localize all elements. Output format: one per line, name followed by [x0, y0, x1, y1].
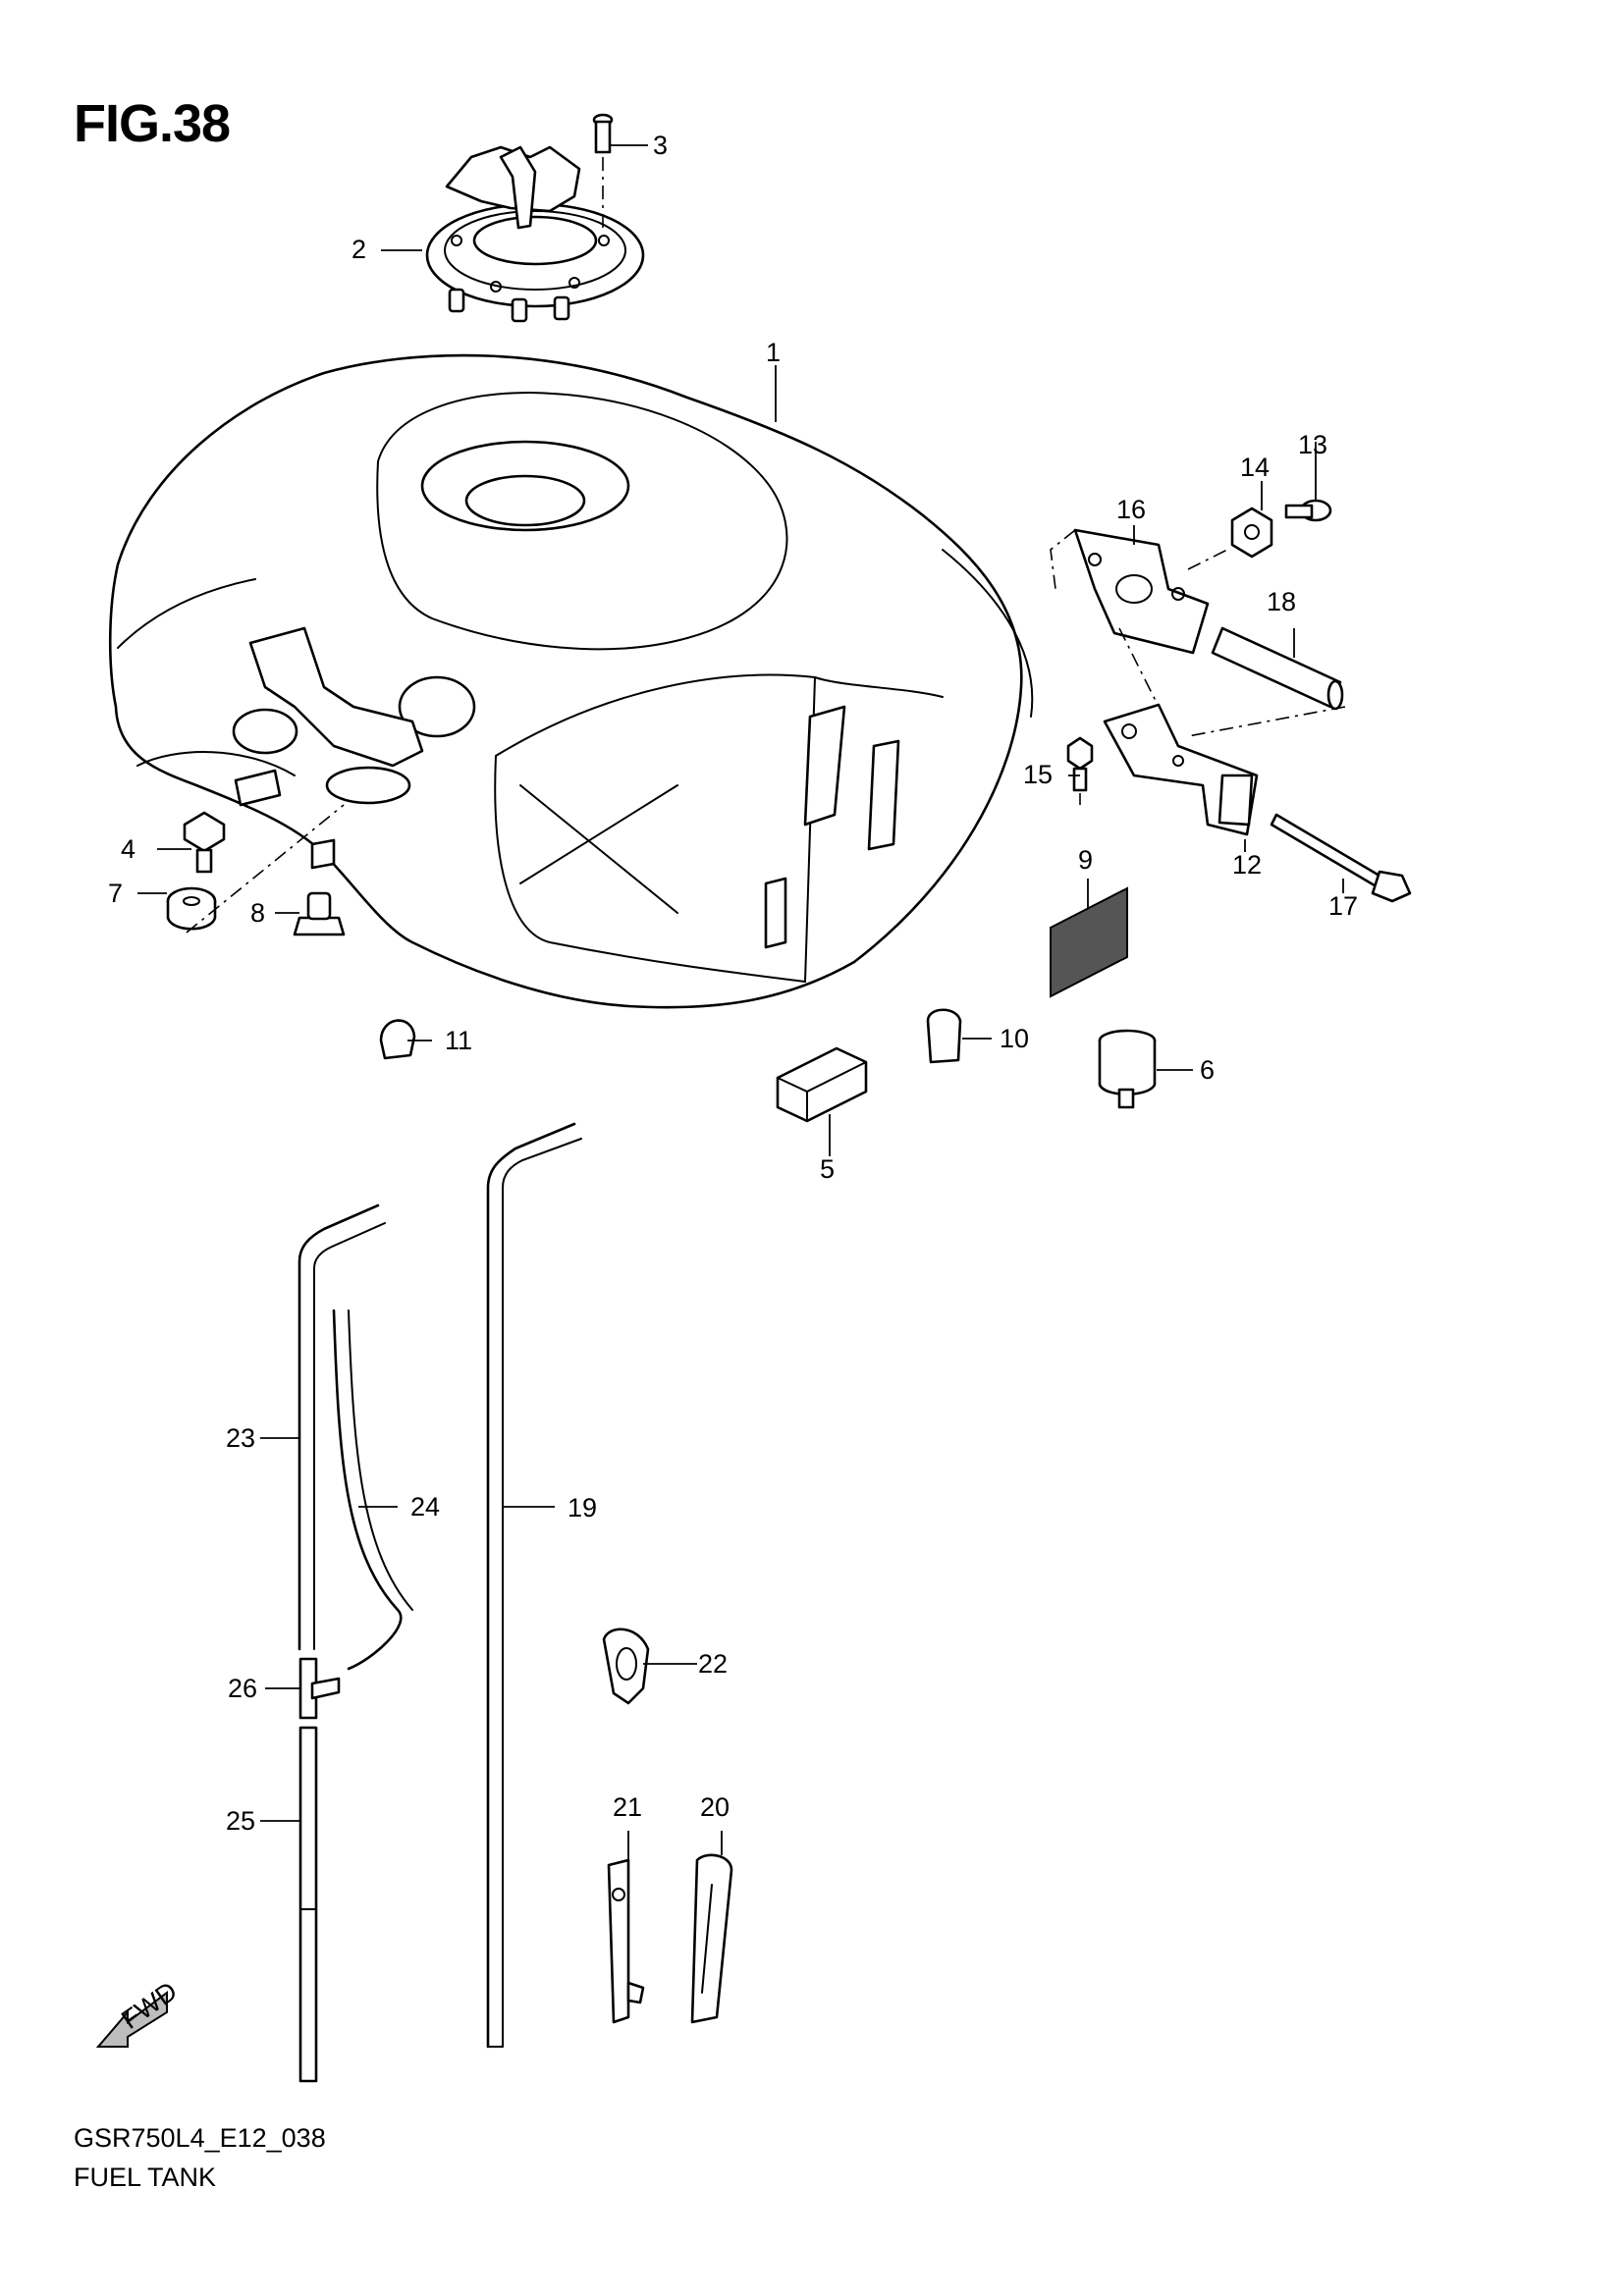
long-bolt[interactable]: [1270, 813, 1412, 903]
spacer-tube[interactable]: [1118, 626, 1346, 737]
callout-9: 9: [1078, 845, 1093, 875]
figure-name: FUEL TANK: [74, 2163, 217, 2192]
leader-lines: [137, 144, 1344, 1860]
callout-2: 2: [352, 235, 366, 264]
grommet[interactable]: [186, 804, 346, 936]
hose-25[interactable]: [298, 1726, 318, 2083]
figure-code: GSR750L4_E12_038: [74, 2123, 326, 2153]
tee-joint-26[interactable]: [298, 1657, 341, 1720]
bracket-bolt-15[interactable]: [1066, 736, 1094, 805]
rear-cushion[interactable]: [776, 1046, 868, 1123]
callout-15: 15: [1023, 760, 1053, 789]
callout-6: 6: [1200, 1055, 1215, 1085]
callout-11: 11: [445, 1026, 472, 1055]
callout-14: 14: [1240, 453, 1270, 482]
fuel-cap-assembly[interactable]: [425, 145, 645, 323]
callout-17: 17: [1328, 891, 1358, 921]
clamp-22[interactable]: [602, 1628, 650, 1705]
mesh-pad[interactable]: [1050, 886, 1128, 998]
callout-18: 18: [1267, 587, 1296, 616]
small-cap[interactable]: [379, 1019, 416, 1060]
lower-bracket[interactable]: [1103, 703, 1259, 836]
forward-direction-arrow: FWD: [95, 1976, 183, 2048]
callout-25: 25: [226, 1806, 255, 1836]
callout-20: 20: [700, 1792, 730, 1822]
callout-10: 10: [1000, 1024, 1029, 1053]
cushion[interactable]: [166, 886, 217, 931]
clamp-21[interactable]: [607, 1858, 645, 2024]
callout-1: 1: [766, 338, 781, 367]
callout-22: 22: [698, 1649, 728, 1679]
clamp-20[interactable]: [690, 1853, 733, 2024]
callout-12: 12: [1232, 850, 1262, 880]
hose-24[interactable]: [332, 1308, 413, 1671]
bracket-bolt[interactable]: [1284, 499, 1332, 522]
callout-26: 26: [228, 1674, 257, 1703]
callout-5: 5: [820, 1154, 835, 1184]
callout-16: 16: [1116, 495, 1146, 524]
callout-4: 4: [121, 834, 135, 864]
cap-bolt[interactable]: [592, 113, 614, 231]
fwd-label: FWD: [116, 1976, 183, 2035]
bracket-nut[interactable]: [1230, 507, 1273, 559]
mount-bolt[interactable]: [183, 811, 226, 874]
fuel-tank[interactable]: [108, 353, 1034, 1009]
callout-3: 3: [653, 131, 668, 160]
callout-23: 23: [226, 1423, 255, 1453]
rubber-cap[interactable]: [926, 1008, 962, 1064]
figure-title: FIG.38: [74, 94, 231, 153]
callout-13: 13: [1298, 430, 1327, 459]
callout-24: 24: [410, 1492, 440, 1522]
rear-mount-bracket[interactable]: [1050, 528, 1228, 655]
hose-19[interactable]: [486, 1122, 582, 2049]
callout-8: 8: [250, 898, 265, 928]
callout-7: 7: [108, 879, 123, 908]
fuel-filter[interactable]: [1098, 1029, 1157, 1109]
callout-19: 19: [568, 1493, 597, 1522]
callout-21: 21: [613, 1792, 642, 1822]
callout-numbers: 1 2 3 4 5 6 7 8 9 10 11 12 13 14 15 16 1…: [108, 131, 1358, 1836]
